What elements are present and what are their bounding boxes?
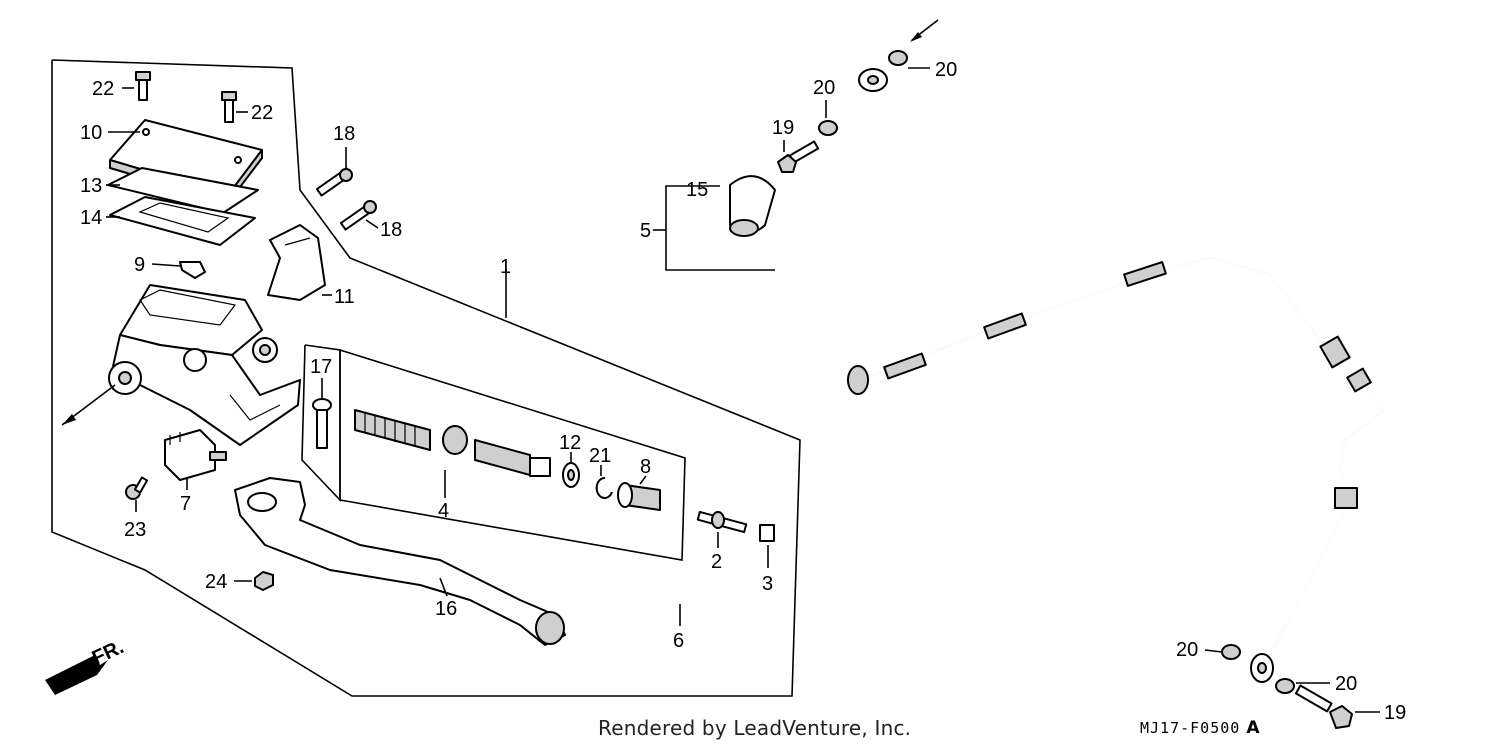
hose-banjo-bottom[interactable] [1250,653,1274,683]
callout-18b: 18 [380,219,402,241]
callout-19b: 19 [1384,702,1406,724]
diagram-code-id: MJ17-F0500 [1140,719,1241,737]
callout-15: 15 [686,179,708,201]
reservoir-diaphragm[interactable] [109,196,256,246]
assembly-17-bracket [301,344,341,503]
callout-22a: 22 [92,78,114,100]
callout-20d: 20 [1335,673,1357,695]
callout-3: 3 [762,573,773,595]
callout-6: 6 [673,630,684,652]
callout-7: 7 [180,493,191,515]
diagram-code-suffix: A [1246,718,1261,738]
callout-11: 11 [334,286,355,308]
callout-4: 4 [438,500,449,522]
hose-banjo-top[interactable] [858,68,888,92]
pivot-nut[interactable] [759,524,775,542]
callout-20a: 20 [813,77,835,99]
credit-text: Rendered by LeadVenture, Inc. [598,716,912,740]
callout-16: 16 [435,598,457,620]
lever-holder[interactable] [267,224,326,301]
holder-bolt-18b[interactable] [339,200,377,231]
hose-cover[interactable] [729,175,776,237]
sealing-washer-20b[interactable] [818,120,838,136]
lever-nut[interactable] [254,571,274,591]
clutch-switch[interactable] [164,429,227,481]
master-cylinder-body[interactable] [108,284,301,446]
callout-20c: 20 [1176,639,1198,661]
callout-23: 23 [124,519,146,541]
callout-24: 24 [205,571,227,593]
callout-1: 1 [500,256,511,278]
sealing-washer-20c[interactable] [1221,644,1241,660]
hose-group-bracket [665,185,775,271]
cap-screw-22b[interactable] [221,91,237,123]
callout-8: 8 [640,456,651,478]
callout-17: 17 [310,356,332,378]
front-direction-marker: FR. [45,636,127,695]
sealing-washer-20a[interactable] [888,50,908,66]
switch-screw[interactable] [125,476,149,500]
callout-22b: 22 [251,102,273,124]
clutch-lever[interactable] [234,477,566,646]
callout-12: 12 [559,432,581,454]
dust-boot[interactable] [617,482,661,511]
callout-19a: 19 [772,117,794,139]
sealing-washer-20d[interactable] [1275,678,1295,694]
oil-bolt-19b[interactable] [1294,684,1353,729]
piston-set[interactable] [354,409,551,477]
clutch-hose[interactable] [773,84,1387,656]
callout-5: 5 [640,220,651,242]
oil-bolt-19a[interactable] [777,140,820,173]
callout-18a: 18 [333,123,355,145]
assembly-1-boundary [51,59,801,697]
circlip[interactable] [595,476,613,499]
pivot-collar[interactable] [696,510,748,534]
callout-14: 14 [80,207,102,229]
pivot-bolt[interactable] [312,398,332,449]
cap-screw-22a[interactable] [135,71,151,101]
callout-13: 13 [80,175,102,197]
hose-clip[interactable] [179,261,206,279]
callout-9: 9 [134,254,145,276]
diagram-code: MJ17-F0500 A [1140,718,1260,738]
callout-10: 10 [80,122,102,144]
washer[interactable] [562,462,580,488]
callout-21: 21 [589,445,611,467]
callout-20b: 20 [935,59,957,81]
holder-bolt-18a[interactable] [315,167,353,197]
callout-2: 2 [711,551,722,573]
